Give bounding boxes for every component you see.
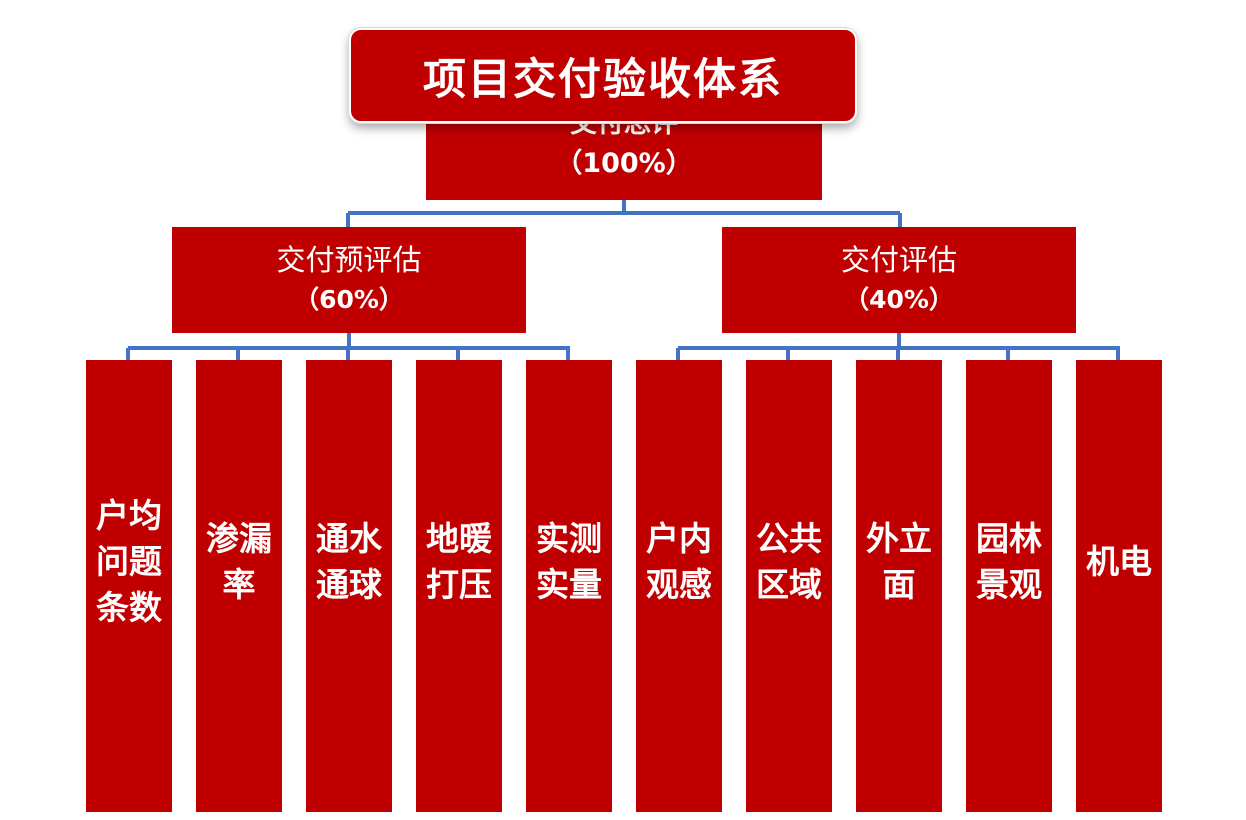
leaf-node: 户内观感 (636, 360, 722, 812)
branch-assessment: 交付评估 （40%） (722, 227, 1076, 333)
leaf-node: 渗漏率 (196, 360, 282, 812)
branch-percent: （40%） (844, 285, 954, 314)
leaf-node: 户均问题条数 (86, 360, 172, 812)
leaf-node: 外立面 (856, 360, 942, 812)
leaf-node: 园林景观 (966, 360, 1052, 812)
leaf-node: 通水通球 (306, 360, 392, 812)
leaf-node: 机电 (1076, 360, 1162, 812)
leaf-label: 户均问题条数 (96, 496, 162, 627)
leaf-label: 实测实量 (536, 519, 602, 604)
leaf-node: 公共区域 (746, 360, 832, 812)
leaf-node: 实测实量 (526, 360, 612, 812)
leaf-label: 地暖打压 (426, 519, 492, 604)
branch-label: 交付评估 (840, 243, 957, 277)
leaf-label: 渗漏率 (206, 519, 272, 604)
leaf-label: 户内观感 (646, 519, 712, 604)
branch-pre-assessment: 交付预评估 （60%） (172, 227, 526, 333)
leaf-label: 机电 (1086, 542, 1152, 581)
branch-label: 交付预评估 (276, 243, 422, 277)
leaf-label: 通水通球 (316, 519, 382, 604)
leaf-label: 园林景观 (976, 519, 1042, 604)
leaf-label: 公共区域 (756, 519, 822, 604)
branch-percent: （60%） (294, 285, 404, 314)
leaf-label: 外立面 (866, 519, 932, 604)
diagram-title: 项目交付验收体系 (349, 28, 857, 123)
root-percent: （100%） (555, 148, 693, 179)
leaf-node: 地暖打压 (416, 360, 502, 812)
